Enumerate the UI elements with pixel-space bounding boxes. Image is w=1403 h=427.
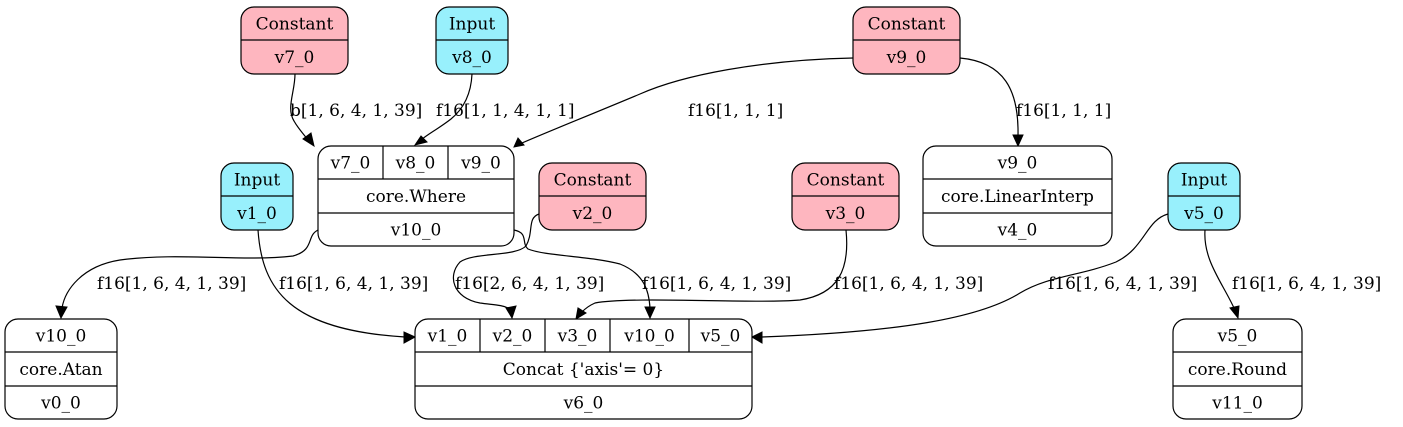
- arrowhead: [505, 305, 517, 320]
- node-v8[interactable]: Input v8_0: [435, 6, 509, 75]
- edge-v5-round: f16[1, 6, 4, 1, 39]: [1204, 229, 1381, 320]
- node-label: v11_0: [1211, 394, 1263, 414]
- edge-path: [257, 229, 406, 338]
- node-label: Constant: [807, 171, 885, 191]
- edge-v1-concat: f16[1, 6, 4, 1, 39]: [257, 229, 428, 344]
- node-label: v8_0: [451, 48, 492, 68]
- edge-label: f16[1, 6, 4, 1, 39]: [834, 274, 983, 294]
- node-label: Constant: [256, 15, 334, 35]
- edge-v8-where: f16[1, 1, 4, 1, 1]: [413, 73, 575, 146]
- node-box: [1172, 318, 1303, 420]
- edge-path: [513, 229, 651, 309]
- node-label: v3_0: [825, 204, 866, 224]
- node-atan[interactable]: v10_0 core.Atan v0_0: [4, 318, 118, 420]
- node-label: v7_0: [274, 48, 315, 68]
- node-label: v0_0: [40, 394, 81, 414]
- node-label: v6_0: [563, 394, 604, 414]
- node-label: Input: [449, 15, 495, 35]
- input-port: v1_0: [427, 327, 468, 347]
- arrowhead: [513, 137, 525, 148]
- edge-path: [452, 213, 540, 309]
- input-port: v5_0: [700, 327, 741, 347]
- edge-v5-concat: f16[1, 6, 4, 1, 39]: [750, 213, 1197, 344]
- node-v9[interactable]: Constant v9_0: [852, 6, 961, 75]
- node-v1[interactable]: Input v1_0: [220, 162, 294, 231]
- edge-v9-where: f16[1, 1, 1]: [513, 57, 854, 148]
- node-box: [922, 145, 1113, 247]
- node-label: Constant: [554, 171, 632, 191]
- input-port: v10_0: [623, 327, 675, 347]
- arrowhead: [413, 135, 428, 146]
- edge-path: [521, 57, 854, 144]
- arrowhead: [55, 305, 68, 320]
- edge-label: f16[1, 6, 4, 1, 39]: [1048, 274, 1197, 294]
- node-box: [414, 318, 753, 420]
- node-label: v9_0: [886, 48, 927, 68]
- edge-path: [420, 73, 473, 141]
- input-port: v2_0: [492, 327, 533, 347]
- nodes: Constantv7_0Inputv8_0Constantv9_0Inputv1…: [4, 6, 1303, 420]
- node-v2[interactable]: Constant v2_0: [538, 162, 647, 231]
- edges: b[1, 6, 4, 1, 39] f16[1, 1, 4, 1, 1] f16[1…: [55, 57, 1381, 344]
- edge-v2-concat: f16[2, 6, 4, 1, 39]: [452, 213, 604, 320]
- node-label: Concat {'axis'= 0}: [503, 360, 664, 380]
- arrowhead: [575, 307, 587, 320]
- edge-label: f16[1, 1, 1]: [688, 101, 783, 121]
- edge-path: [580, 229, 848, 314]
- node-label: Input: [234, 171, 280, 191]
- arrowhead: [644, 306, 656, 320]
- edge-where-atan: f16[1, 6, 4, 1, 39]: [55, 229, 319, 320]
- input-port: v3_0: [557, 327, 598, 347]
- node-label: v2_0: [572, 204, 613, 224]
- edge-label: f16[1, 6, 4, 1, 39]: [97, 274, 246, 294]
- node-v5[interactable]: Input v5_0: [1167, 162, 1241, 231]
- node-label: core.Where: [366, 187, 466, 207]
- edge-label: f16[2, 6, 4, 1, 39]: [455, 274, 604, 294]
- node-label: v9_0: [997, 154, 1038, 174]
- node-label: v4_0: [997, 221, 1038, 241]
- edge-label: f16[1, 6, 4, 1, 39]: [279, 274, 428, 294]
- edge-label: b[1, 6, 4, 1, 39]: [290, 101, 422, 121]
- node-label: core.Round: [1188, 360, 1287, 380]
- node-v3[interactable]: Constant v3_0: [791, 162, 900, 231]
- node-label: v10_0: [390, 221, 442, 241]
- arrowhead: [403, 331, 417, 344]
- node-where[interactable]: v7_0 v8_0 v9_0 core.Where v10_0: [317, 145, 515, 247]
- node-lerp[interactable]: v9_0 core.LinearInterp v4_0: [922, 145, 1113, 247]
- edge-where-concat: f16[1, 6, 4, 1, 39]: [513, 229, 791, 320]
- edge-label: f16[1, 6, 4, 1, 39]: [1232, 274, 1381, 294]
- node-v7[interactable]: Constant v7_0: [240, 6, 349, 75]
- node-label: v1_0: [236, 204, 277, 224]
- input-port: v7_0: [330, 154, 371, 174]
- input-port: v8_0: [395, 154, 436, 174]
- node-box: [317, 145, 515, 247]
- node-label: Input: [1181, 171, 1227, 191]
- edge-v7-where: b[1, 6, 4, 1, 39]: [290, 73, 422, 148]
- node-label: core.LinearInterp: [941, 187, 1094, 207]
- edge-path: [761, 213, 1169, 338]
- arrowhead: [1012, 134, 1024, 148]
- edge-label: f16[1, 6, 4, 1, 39]: [642, 274, 791, 294]
- node-label: v5_0: [1217, 327, 1258, 347]
- arrowhead: [750, 331, 763, 344]
- arrowhead: [302, 132, 315, 148]
- edge-label: f16[1, 1, 4, 1, 1]: [436, 101, 575, 121]
- node-label: Constant: [868, 15, 946, 35]
- node-round[interactable]: v5_0 core.Round v11_0: [1172, 318, 1303, 420]
- edge-path: [61, 229, 319, 309]
- edge-v3-concat: f16[1, 6, 4, 1, 39]: [575, 229, 983, 320]
- arrowhead: [1229, 305, 1240, 320]
- node-label: core.Atan: [19, 360, 102, 380]
- node-label: v10_0: [35, 327, 87, 347]
- edge-path: [959, 57, 1019, 137]
- node-box: [4, 318, 118, 420]
- node-label: v5_0: [1183, 204, 1224, 224]
- edge-path: [1204, 229, 1235, 309]
- edge-label: f16[1, 1, 1]: [1016, 101, 1111, 121]
- input-port: v9_0: [460, 154, 501, 174]
- edge-v9-lerp: f16[1, 1, 1]: [959, 57, 1111, 148]
